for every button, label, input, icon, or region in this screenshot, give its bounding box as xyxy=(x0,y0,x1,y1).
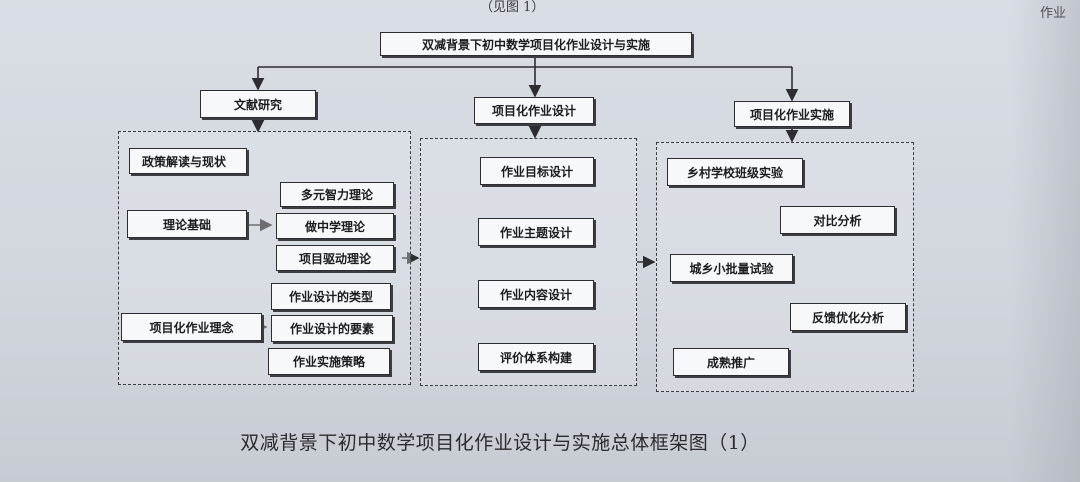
concept-box-2: 作业设计的要素 xyxy=(271,315,393,342)
policy-box: 政策解读与现状 xyxy=(129,148,247,174)
concept-box-1: 作业设计的类型 xyxy=(271,283,391,310)
theory-basis-box: 理论基础 xyxy=(127,210,247,238)
design-step-3: 作业内容设计 xyxy=(478,280,594,308)
root-box: 双减背景下初中数学项目化作业设计与实施 xyxy=(380,32,692,56)
branch-research-box: 文献研究 xyxy=(200,90,316,118)
concept-box-3: 作业实施策略 xyxy=(268,348,390,375)
theory-box-1: 多元智力理论 xyxy=(280,182,394,207)
branch-design-box: 项目化作业设计 xyxy=(474,97,594,124)
top-right-text: 作业 xyxy=(1040,6,1067,21)
implementation-step-4: 反馈优化分析 xyxy=(790,303,906,331)
implementation-step-5: 成熟推广 xyxy=(673,348,789,376)
design-step-4: 评价体系构建 xyxy=(478,343,594,371)
branch-implementation-box: 项目化作业实施 xyxy=(734,101,850,127)
implementation-step-2: 对比分析 xyxy=(780,206,895,234)
design-step-1: 作业目标设计 xyxy=(480,157,594,185)
theory-box-3: 项目驱动理论 xyxy=(276,245,394,271)
concept-box: 项目化作业理念 xyxy=(121,313,262,341)
top-partial-text: （见图 1） xyxy=(480,0,545,15)
implementation-step-1: 乡村学校班级实验 xyxy=(667,158,803,186)
figure-caption: 双减背景下初中数学项目化作业设计与实施总体框架图（1） xyxy=(240,432,760,454)
design-step-2: 作业主题设计 xyxy=(478,218,594,246)
theory-box-2: 做中学理论 xyxy=(276,213,394,239)
implementation-step-3: 城乡小批量试验 xyxy=(670,254,793,282)
